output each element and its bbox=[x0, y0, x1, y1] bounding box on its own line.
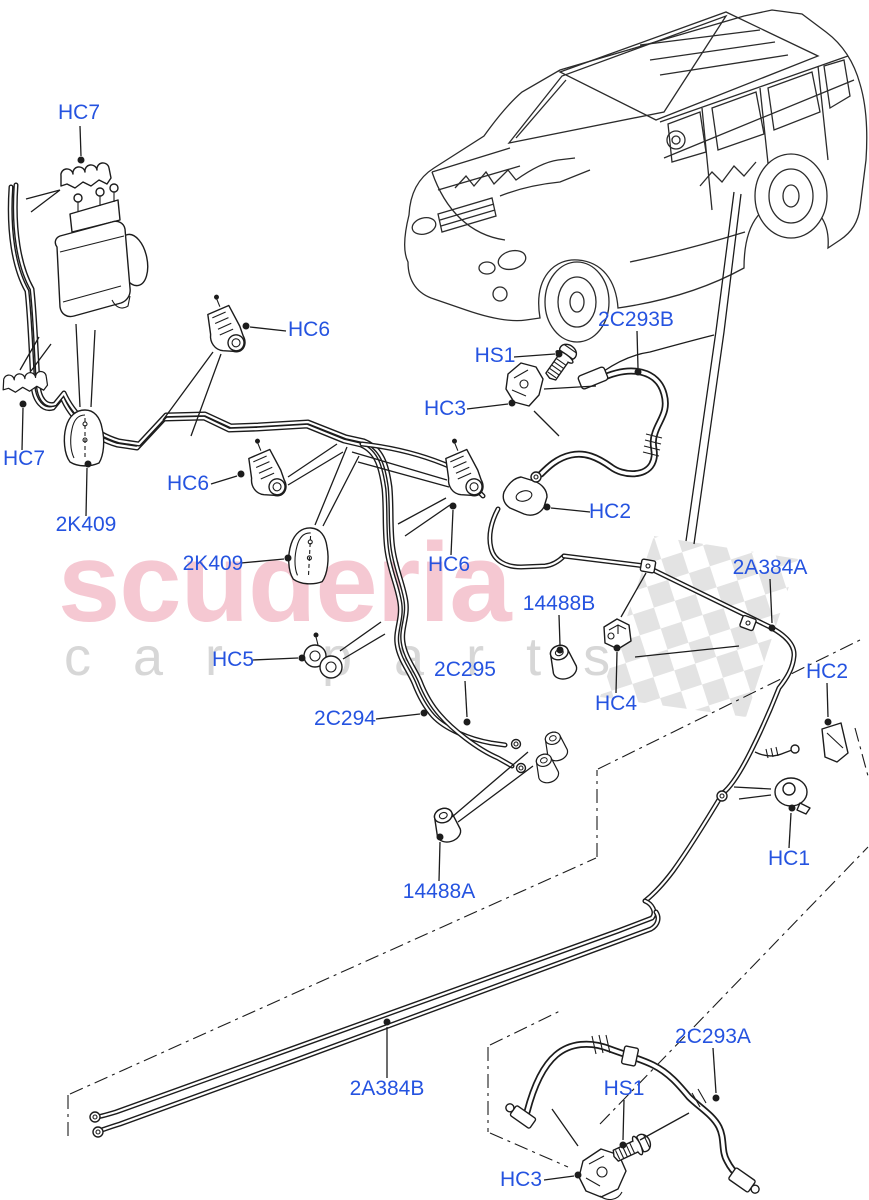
part-label-hc5[interactable]: HC5 bbox=[211, 648, 255, 671]
clip-hc6-mid bbox=[442, 434, 485, 500]
bolt-hs1-top bbox=[540, 339, 581, 385]
clip-2k409-mid bbox=[286, 526, 331, 586]
part-label-2c295[interactable]: 2C295 bbox=[434, 658, 496, 681]
part-label-hs1-bottom[interactable]: HS1 bbox=[603, 1077, 645, 1100]
part-label-hc7-left[interactable]: HC7 bbox=[2, 447, 46, 470]
part-label-hc2-mid[interactable]: HC2 bbox=[588, 500, 632, 523]
clip-2k409-left bbox=[63, 409, 105, 467]
bracket-hc3-top bbox=[505, 362, 544, 407]
clip-hc6-left bbox=[245, 434, 288, 500]
front-wheel bbox=[544, 261, 610, 343]
part-label-hc2-right[interactable]: HC2 bbox=[805, 660, 849, 683]
part-hc2-right bbox=[821, 722, 849, 763]
pointer-lines bbox=[19, 189, 772, 1147]
part-label-2a384a[interactable]: 2A384A bbox=[732, 556, 808, 579]
label-leader-lines bbox=[19, 125, 832, 1181]
part-label-hc6-mid[interactable]: HC6 bbox=[427, 553, 471, 576]
vehicle-illustration bbox=[404, 9, 868, 343]
part-label-2k409-a[interactable]: 2K409 bbox=[55, 513, 117, 536]
rear-wheel bbox=[754, 153, 828, 239]
part-label-hc3-top[interactable]: HC3 bbox=[423, 397, 467, 420]
part-label-hc6-top[interactable]: HC6 bbox=[287, 318, 331, 341]
part-label-hs1-top[interactable]: HS1 bbox=[474, 344, 516, 367]
bracket-hc3-bottom bbox=[578, 1148, 627, 1200]
part-label-hc6-left[interactable]: HC6 bbox=[166, 472, 210, 495]
hose-2c293a-drawing bbox=[505, 1034, 760, 1194]
part-label-2c294[interactable]: 2C294 bbox=[314, 707, 376, 730]
bracket-hc2-mid bbox=[502, 476, 548, 516]
watermark-scuderia: scuderia bbox=[58, 520, 512, 645]
part-label-hc1[interactable]: HC1 bbox=[767, 847, 811, 870]
grommet-hc1 bbox=[774, 777, 811, 815]
clip-hc7-top bbox=[60, 162, 112, 189]
section-boundary-lines bbox=[67, 638, 869, 1168]
pipe-from-vehicle bbox=[685, 191, 742, 545]
part-label-14488b[interactable]: 14488B bbox=[522, 592, 596, 615]
part-label-2c293b[interactable]: 2C293B bbox=[598, 308, 674, 331]
clip-hc5 bbox=[303, 632, 343, 679]
part-label-hc7-top[interactable]: HC7 bbox=[57, 101, 101, 124]
abs-module-drawing bbox=[54, 183, 149, 318]
part-label-2a384b[interactable]: 2A384B bbox=[349, 1077, 425, 1100]
part-label-hc3-bottom[interactable]: HC3 bbox=[499, 1168, 543, 1191]
part-label-2k409-b[interactable]: 2K409 bbox=[182, 552, 244, 575]
checkered-flag-watermark bbox=[600, 536, 798, 717]
clip-hc6-top bbox=[204, 290, 247, 356]
part-label-14488a[interactable]: 14488A bbox=[402, 880, 476, 903]
hose-2c293b-drawing bbox=[530, 334, 715, 483]
part-label-2c293a[interactable]: 2C293A bbox=[675, 1025, 751, 1048]
part-label-hc4[interactable]: HC4 bbox=[594, 692, 638, 715]
rear-brake-pipes-drawing bbox=[89, 553, 800, 1138]
clip-hc4 bbox=[603, 618, 632, 650]
